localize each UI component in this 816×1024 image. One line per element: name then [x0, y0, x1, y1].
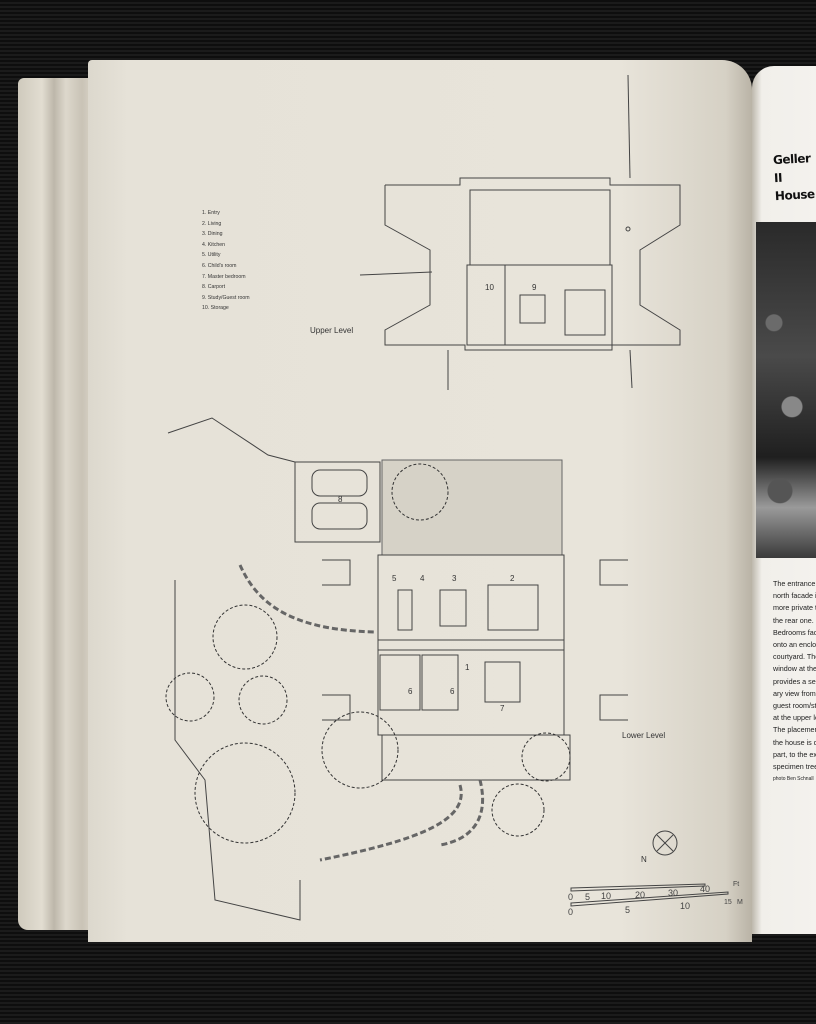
legend-item: 7. Master bedroom — [202, 273, 246, 280]
caption-line: north facade is — [773, 591, 816, 601]
scale-bar: 0 5 10 20 30 40 Ft 0 5 10 15 M — [568, 881, 743, 917]
scale-tick-label: 5 — [585, 892, 590, 902]
stepping-stone-path — [238, 564, 485, 862]
caption-line: part, to the exis — [773, 749, 816, 759]
photo-credit: photo Ben Schnall — [773, 776, 814, 783]
photo-caption: The entrance or north facade is more pri… — [773, 578, 816, 785]
caption-line: ary view from th — [773, 688, 816, 698]
caption-line: window at the to — [773, 664, 816, 674]
scale-tick-label: 10 — [601, 891, 611, 901]
caption-line: courtyard. The — [773, 652, 816, 662]
lower-level-plan: 8 5 4 3 2 1 6 6 7 Lower Level — [167, 417, 665, 921]
trees — [165, 463, 571, 844]
caption-line: The placement c — [773, 725, 816, 735]
scale-tick-label: 20 — [635, 890, 645, 900]
scale-unit: M — [737, 899, 743, 906]
caption-line: more private tha — [773, 603, 816, 613]
caption-line: the house is due — [773, 737, 816, 747]
legend-item: 1. Entry — [202, 210, 220, 216]
scale-tick-label: 10 — [680, 901, 690, 911]
room-number: 5 — [392, 574, 397, 583]
legend-item: 8. Carport — [202, 284, 226, 291]
upper-level-label: Upper Level — [310, 326, 353, 335]
room-number: 1 — [465, 663, 470, 672]
caption-line: specimen trees. — [773, 762, 816, 772]
lower-level-label: Lower Level — [622, 731, 665, 740]
caption-line: guest room/stud — [773, 701, 816, 711]
room-number: 8 — [338, 495, 343, 504]
legend-item: 10. Storage — [202, 305, 229, 312]
page-edges — [18, 78, 98, 930]
room-number: 9 — [532, 283, 537, 292]
legend-item: 3. Dining — [202, 231, 223, 238]
scale-tick-label: 0 — [568, 892, 573, 902]
caption-line: The entrance or — [773, 579, 816, 588]
scale-tick-label: 30 — [668, 888, 678, 898]
legend-item: 2. Living — [202, 220, 222, 227]
scale-tick-label: 40 — [700, 884, 710, 894]
room-legend: 1. Entry 2. Living 3. Dining 4. Kitchen … — [202, 208, 250, 314]
caption-line: the rear one. — [773, 615, 814, 625]
upper-level-plan: 10 9 Upper Level — [310, 74, 681, 390]
room-number: 4 — [420, 574, 425, 583]
room-number: 10 — [485, 283, 494, 292]
scale-tick-label: 5 — [625, 905, 630, 915]
north-arrow: N — [641, 830, 678, 864]
caption-line: at the upper leve — [773, 713, 816, 723]
house-photo — [756, 222, 816, 558]
room-number: 2 — [510, 574, 515, 583]
north-label: N — [641, 855, 647, 864]
room-number: 7 — [500, 704, 505, 713]
legend-item: 4. Kitchen — [202, 241, 226, 248]
caption-line: provides a secon — [773, 676, 816, 686]
room-number: 3 — [452, 574, 457, 583]
scale-tick-label: 0 — [568, 907, 573, 917]
scale-tick-label: 15 — [724, 899, 732, 906]
legend-item: 6. Child's room — [202, 262, 237, 269]
caption-line: Bedrooms face — [773, 627, 816, 637]
legend-item: 9. Study/Guest room — [202, 294, 250, 301]
legend-item: 5. Utility — [202, 252, 221, 259]
room-number: 6 — [450, 687, 455, 696]
scale-unit: Ft — [733, 881, 739, 888]
caption-line: onto an enclose — [773, 640, 816, 650]
room-number: 6 — [408, 687, 413, 696]
